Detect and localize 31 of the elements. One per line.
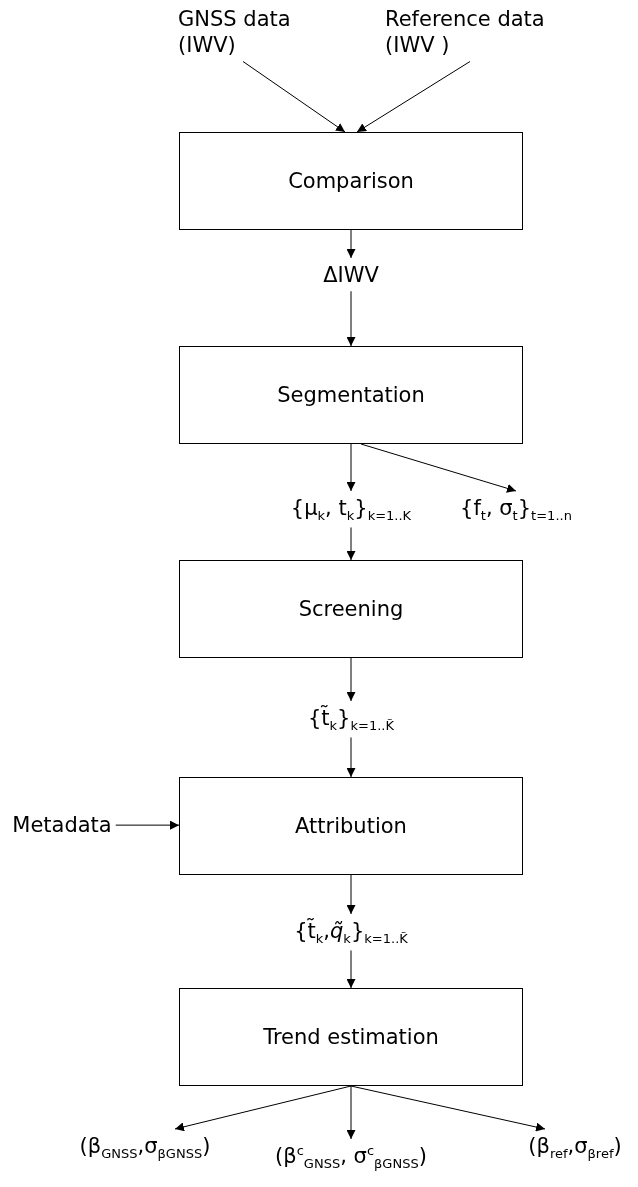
process-box: Trend estimation (179, 988, 523, 1086)
arrow (346, 1085, 356, 1140)
data-label: Reference data (IWV ) (385, 6, 555, 59)
arrow (356, 61, 471, 133)
data-label: {t̃$_{k}$,q̃$_{k}$}$_{k=1..K̃}$ (294, 918, 408, 948)
process-box: Segmentation (179, 346, 523, 444)
arrow (346, 443, 356, 492)
data-label: {f$_{t}$, σ$_{t}$}$_{t=1..n}$ (460, 495, 572, 525)
arrow (115, 820, 180, 830)
arrow (346, 949, 356, 989)
data-label: (β$_{GNSS}$,σ$_{βGNSS}$) (79, 1133, 211, 1163)
process-box: Attribution (179, 777, 523, 875)
arrow (346, 229, 356, 259)
data-label: {t̃$_{k}$}$_{k=1..K̃}$ (307, 705, 395, 735)
arrow (346, 874, 356, 915)
arrow (360, 443, 517, 493)
process-box: Comparison (179, 132, 523, 230)
arrow (174, 1085, 352, 1132)
arrow (346, 657, 356, 702)
process-box: Screening (179, 560, 523, 658)
arrow (242, 61, 346, 133)
arrow (346, 736, 356, 778)
arrow (346, 526, 356, 561)
data-label: {μ$_{k}$, t$_{k}$}$_{k=1..K}$ (290, 495, 412, 525)
data-label: (β$_{ref}$,σ$_{βref}$) (528, 1133, 622, 1163)
data-label: ΔIWV (323, 262, 379, 289)
data-label: GNSS data (IWV) (178, 6, 308, 59)
data-label: (β$^{c}$$_{GNSS}$, σ$^{c}$$_{βGNSS}$) (275, 1143, 427, 1173)
data-label: Metadata (12, 812, 112, 839)
arrow (346, 290, 356, 347)
arrow (350, 1085, 546, 1132)
